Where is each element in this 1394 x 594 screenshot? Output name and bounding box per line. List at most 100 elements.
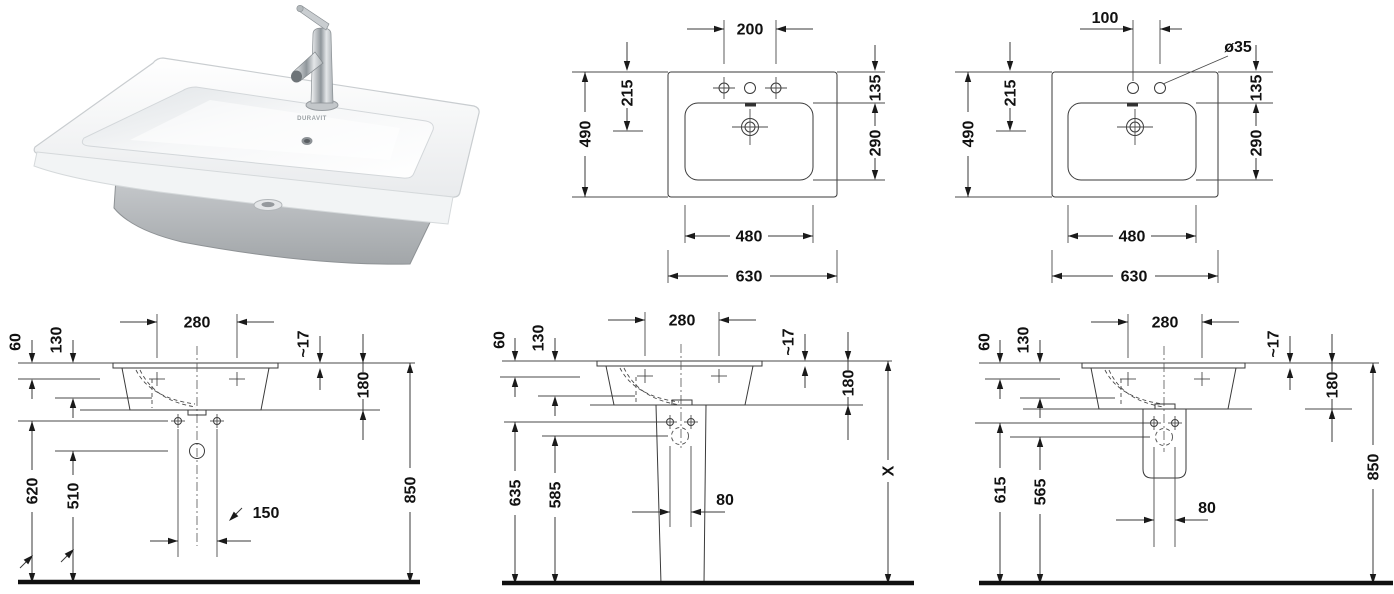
dim-label-490: 490 (578, 121, 595, 148)
dim-depth: 490 (572, 71, 668, 198)
front-view-siphon-cover-drawing: 280 60 130 615 565 80 (975, 314, 1393, 586)
dim-cover-width: 80 (1116, 447, 1216, 547)
basin-apron (33, 151, 454, 225)
siphon-cover-outline (1142, 403, 1187, 479)
dim-body-height: 180 (1324, 334, 1342, 442)
sink-outline (667, 71, 838, 198)
dim-label-17: ~17 (781, 328, 798, 355)
dim-label-480: 480 (736, 229, 763, 246)
dim-label-585: 585 (548, 482, 565, 509)
fixing-bolt-right (210, 414, 224, 428)
dim-label-180: 180 (356, 372, 373, 399)
tap-hole-center (744, 82, 756, 94)
dim-label-480: 480 (1119, 229, 1146, 246)
dim-body-height: 180 (355, 334, 373, 440)
dim-fixing-height: 615 (992, 423, 1010, 584)
dim-label-635: 635 (508, 480, 525, 507)
front-view-pedestal-drawing: 280 60 130 635 585 80 (492, 312, 914, 586)
dim-rear-to-drain: 215 (996, 42, 1026, 132)
top-view-three-hole-drawing: 200 490 215 135 290 (572, 20, 885, 286)
tap-hole-center (1127, 82, 1139, 94)
dim-label-60: 60 (977, 333, 994, 351)
fixing-bolt-right (1168, 416, 1182, 430)
tap-hole-left-marked (713, 77, 735, 99)
dim-overall-width: 630 (667, 250, 838, 286)
drain-cap-inner (261, 201, 275, 208)
top-view-single-hole-drawing: 100 ø35 490 215 135 290 (955, 10, 1273, 286)
dim-rim-drop-small: 60 (492, 331, 519, 397)
faucet (291, 5, 339, 111)
dim-label-510: 510 (66, 483, 83, 510)
overflow-hole-inner (304, 139, 310, 143)
dim-rim-thickness: ~17 (781, 328, 809, 388)
dim-label-615: 615 (993, 477, 1010, 504)
dim-fixing-height: 620 (19, 421, 42, 583)
dim-label-80: 80 (716, 492, 734, 509)
tap-hole-right (1154, 82, 1166, 94)
dim-drain-height: 585 (547, 436, 565, 584)
fixing-mark-left (149, 372, 165, 386)
dim-label-100: 100 (1092, 10, 1119, 27)
dim-tap-offset: 100 (1080, 10, 1182, 81)
drain-pipe (671, 427, 689, 445)
drain (732, 109, 768, 145)
dim-pedestal-width: 80 (632, 446, 734, 527)
dim-fixing-spacing: 280 (608, 312, 756, 356)
dim-tap-spacing: 200 (687, 20, 813, 64)
dim-label-215: 215 (620, 80, 637, 107)
drain-outlet (187, 409, 207, 416)
dim-label-130: 130 (1016, 327, 1033, 354)
dim-rim-drop-large: 130 (49, 327, 77, 418)
dim-label-565: 565 (1033, 479, 1050, 506)
dim-rim-height: 850 (1365, 363, 1383, 584)
dim-label-290: 290 (868, 130, 885, 157)
dim-label-850: 850 (1366, 454, 1383, 481)
lever-knob (296, 5, 304, 13)
overflow-slot (745, 103, 756, 107)
sink-outline (1051, 71, 1219, 198)
dim-label-280: 280 (184, 315, 211, 332)
dim-basin-width: 480 (684, 205, 814, 246)
dim-label-280: 280 (669, 313, 696, 330)
drain-pipe (189, 443, 205, 459)
fixing-bolt-left (171, 414, 185, 428)
dim-rim-drop-large: 130 (531, 325, 559, 416)
fixing-mark-right (229, 372, 245, 386)
dim-label-180: 180 (841, 370, 858, 397)
dim-drain-height: 565 (1032, 437, 1050, 584)
dim-fixing-spacing: 280 (1091, 314, 1239, 358)
dim-label-850: 850 (403, 477, 420, 504)
dim-label-60: 60 (492, 331, 509, 349)
drain-pipe (1155, 428, 1173, 446)
basin-outline (112, 346, 279, 546)
fixing-mark-left (1120, 372, 1136, 386)
fixing-mark-right (1194, 372, 1210, 386)
dim-label-200: 200 (737, 22, 764, 39)
basin-outline (596, 344, 763, 448)
dim-label-130: 130 (531, 325, 548, 352)
dim-body-height: 180 (840, 332, 858, 440)
dim-basin-width: 480 (1067, 205, 1197, 246)
dim-label-180: 180 (1325, 372, 1342, 399)
dim-label-80: 80 (1198, 500, 1216, 517)
fixing-bolt-right (684, 415, 698, 429)
fixing-bolt-left (663, 415, 677, 429)
dim-label-60: 60 (8, 333, 25, 351)
dim-label-630: 630 (1121, 269, 1148, 286)
dim-label-17: ~17 (296, 330, 313, 357)
dim-label-135: 135 (868, 75, 885, 102)
dim-label-215: 215 (1003, 80, 1020, 107)
dim-drain-height: 510 (60, 451, 83, 583)
dim-label-x: X (881, 465, 898, 476)
faucet-lever (298, 5, 330, 31)
fixing-mark-left (637, 369, 653, 383)
dim-label-630: 630 (736, 269, 763, 286)
basin-outline (1081, 346, 1246, 452)
spout-tip (291, 70, 302, 83)
drain (1117, 109, 1153, 145)
dim-label-dia35: ø35 (1224, 39, 1252, 56)
dim-right-column: 135 290 (813, 45, 885, 181)
pedestal-outline (655, 399, 707, 585)
tap-hole-right-marked (765, 77, 787, 99)
